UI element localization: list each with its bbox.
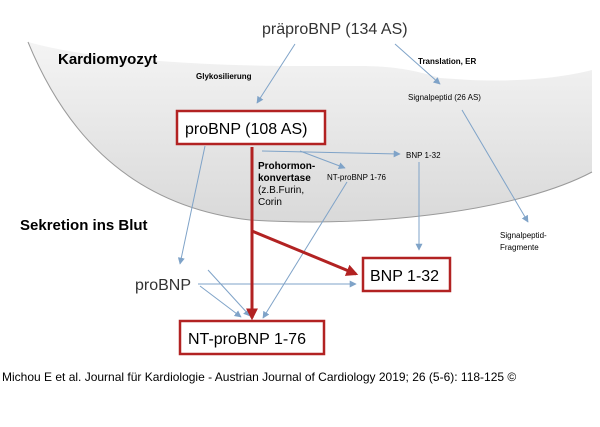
arrow-prepro-to-probnp [256, 43, 296, 104]
arrow-prepro-to-signalpeptid [394, 43, 441, 85]
diagram-canvas: präproBNP (134 AS) Kardiomyozyt Glykosil… [20, 21, 593, 356]
arrow-nt-small-to-nt-box [262, 181, 348, 319]
signalpeptid-label: Signalpeptid (26 AS) [408, 93, 481, 102]
bnp-box-label: BNP 1-32 [370, 268, 439, 285]
bnp-small-label: BNP 1-32 [406, 151, 441, 160]
probnp-blood-label: proBNP [135, 277, 191, 294]
prepro-label: präproBNP (134 AS) [262, 21, 408, 38]
citation-text: Michou E et al. Journal für Kardiologie … [2, 370, 517, 384]
prohormon-line-1: Prohormon- [258, 161, 315, 172]
arrow-probnp-to-nt-small [299, 150, 346, 170]
arrow-probnp-box-to-blood [177, 145, 206, 265]
cardiomyocyte-outline [27, 41, 593, 223]
glykosilierung-label: Glykosilierung [196, 72, 252, 81]
nt-small-label: NT-proBNP 1-76 [327, 173, 387, 182]
red-arrow-to-bnp-box [251, 229, 359, 276]
cardiomyozyt-label: Kardiomyozyt [58, 51, 157, 68]
nt-probnp-box-label: NT-proBNP 1-76 [188, 331, 306, 348]
fragmente-line-1: Signalpeptid- [500, 231, 547, 240]
prohormon-line-4: Corin [258, 197, 282, 208]
prohormon-line-3: (z.B.Furin, [258, 185, 304, 196]
translation-label: Translation, ER [418, 57, 476, 66]
arrow-probnp-blood-to-nt-box-b [207, 269, 251, 317]
prohormon-line-2: konvertase [258, 173, 311, 184]
probnp-box [175, 109, 327, 146]
arrow-probnp-to-bnp-small [261, 150, 401, 158]
sekretion-label: Sekretion ins Blut [20, 217, 148, 234]
arrow-probnp-blood-to-nt-box-a [199, 285, 242, 318]
probnp-box-label: proBNP (108 AS) [185, 121, 307, 138]
nt-probnp-box [178, 319, 326, 356]
fragmente-line-2: Fragmente [500, 243, 539, 252]
arrow-signalpeptid-to-fragmente [461, 109, 529, 223]
bnp-box [361, 256, 452, 293]
